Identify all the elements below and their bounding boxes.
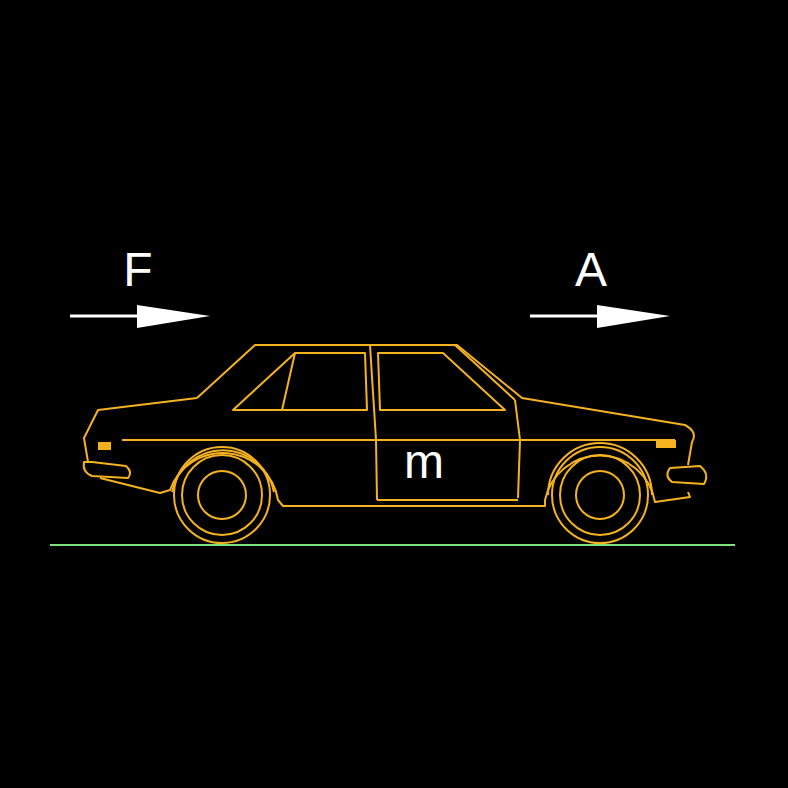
ground-line: [50, 544, 735, 546]
force-arrow: [70, 305, 210, 328]
acceleration-arrow: [530, 305, 670, 328]
car-body: [84, 345, 707, 543]
force-label: F: [123, 246, 152, 294]
rear-light: [98, 442, 111, 450]
head-light: [656, 440, 676, 448]
acceleration-label: A: [575, 246, 607, 294]
mass-label: m: [404, 438, 444, 486]
